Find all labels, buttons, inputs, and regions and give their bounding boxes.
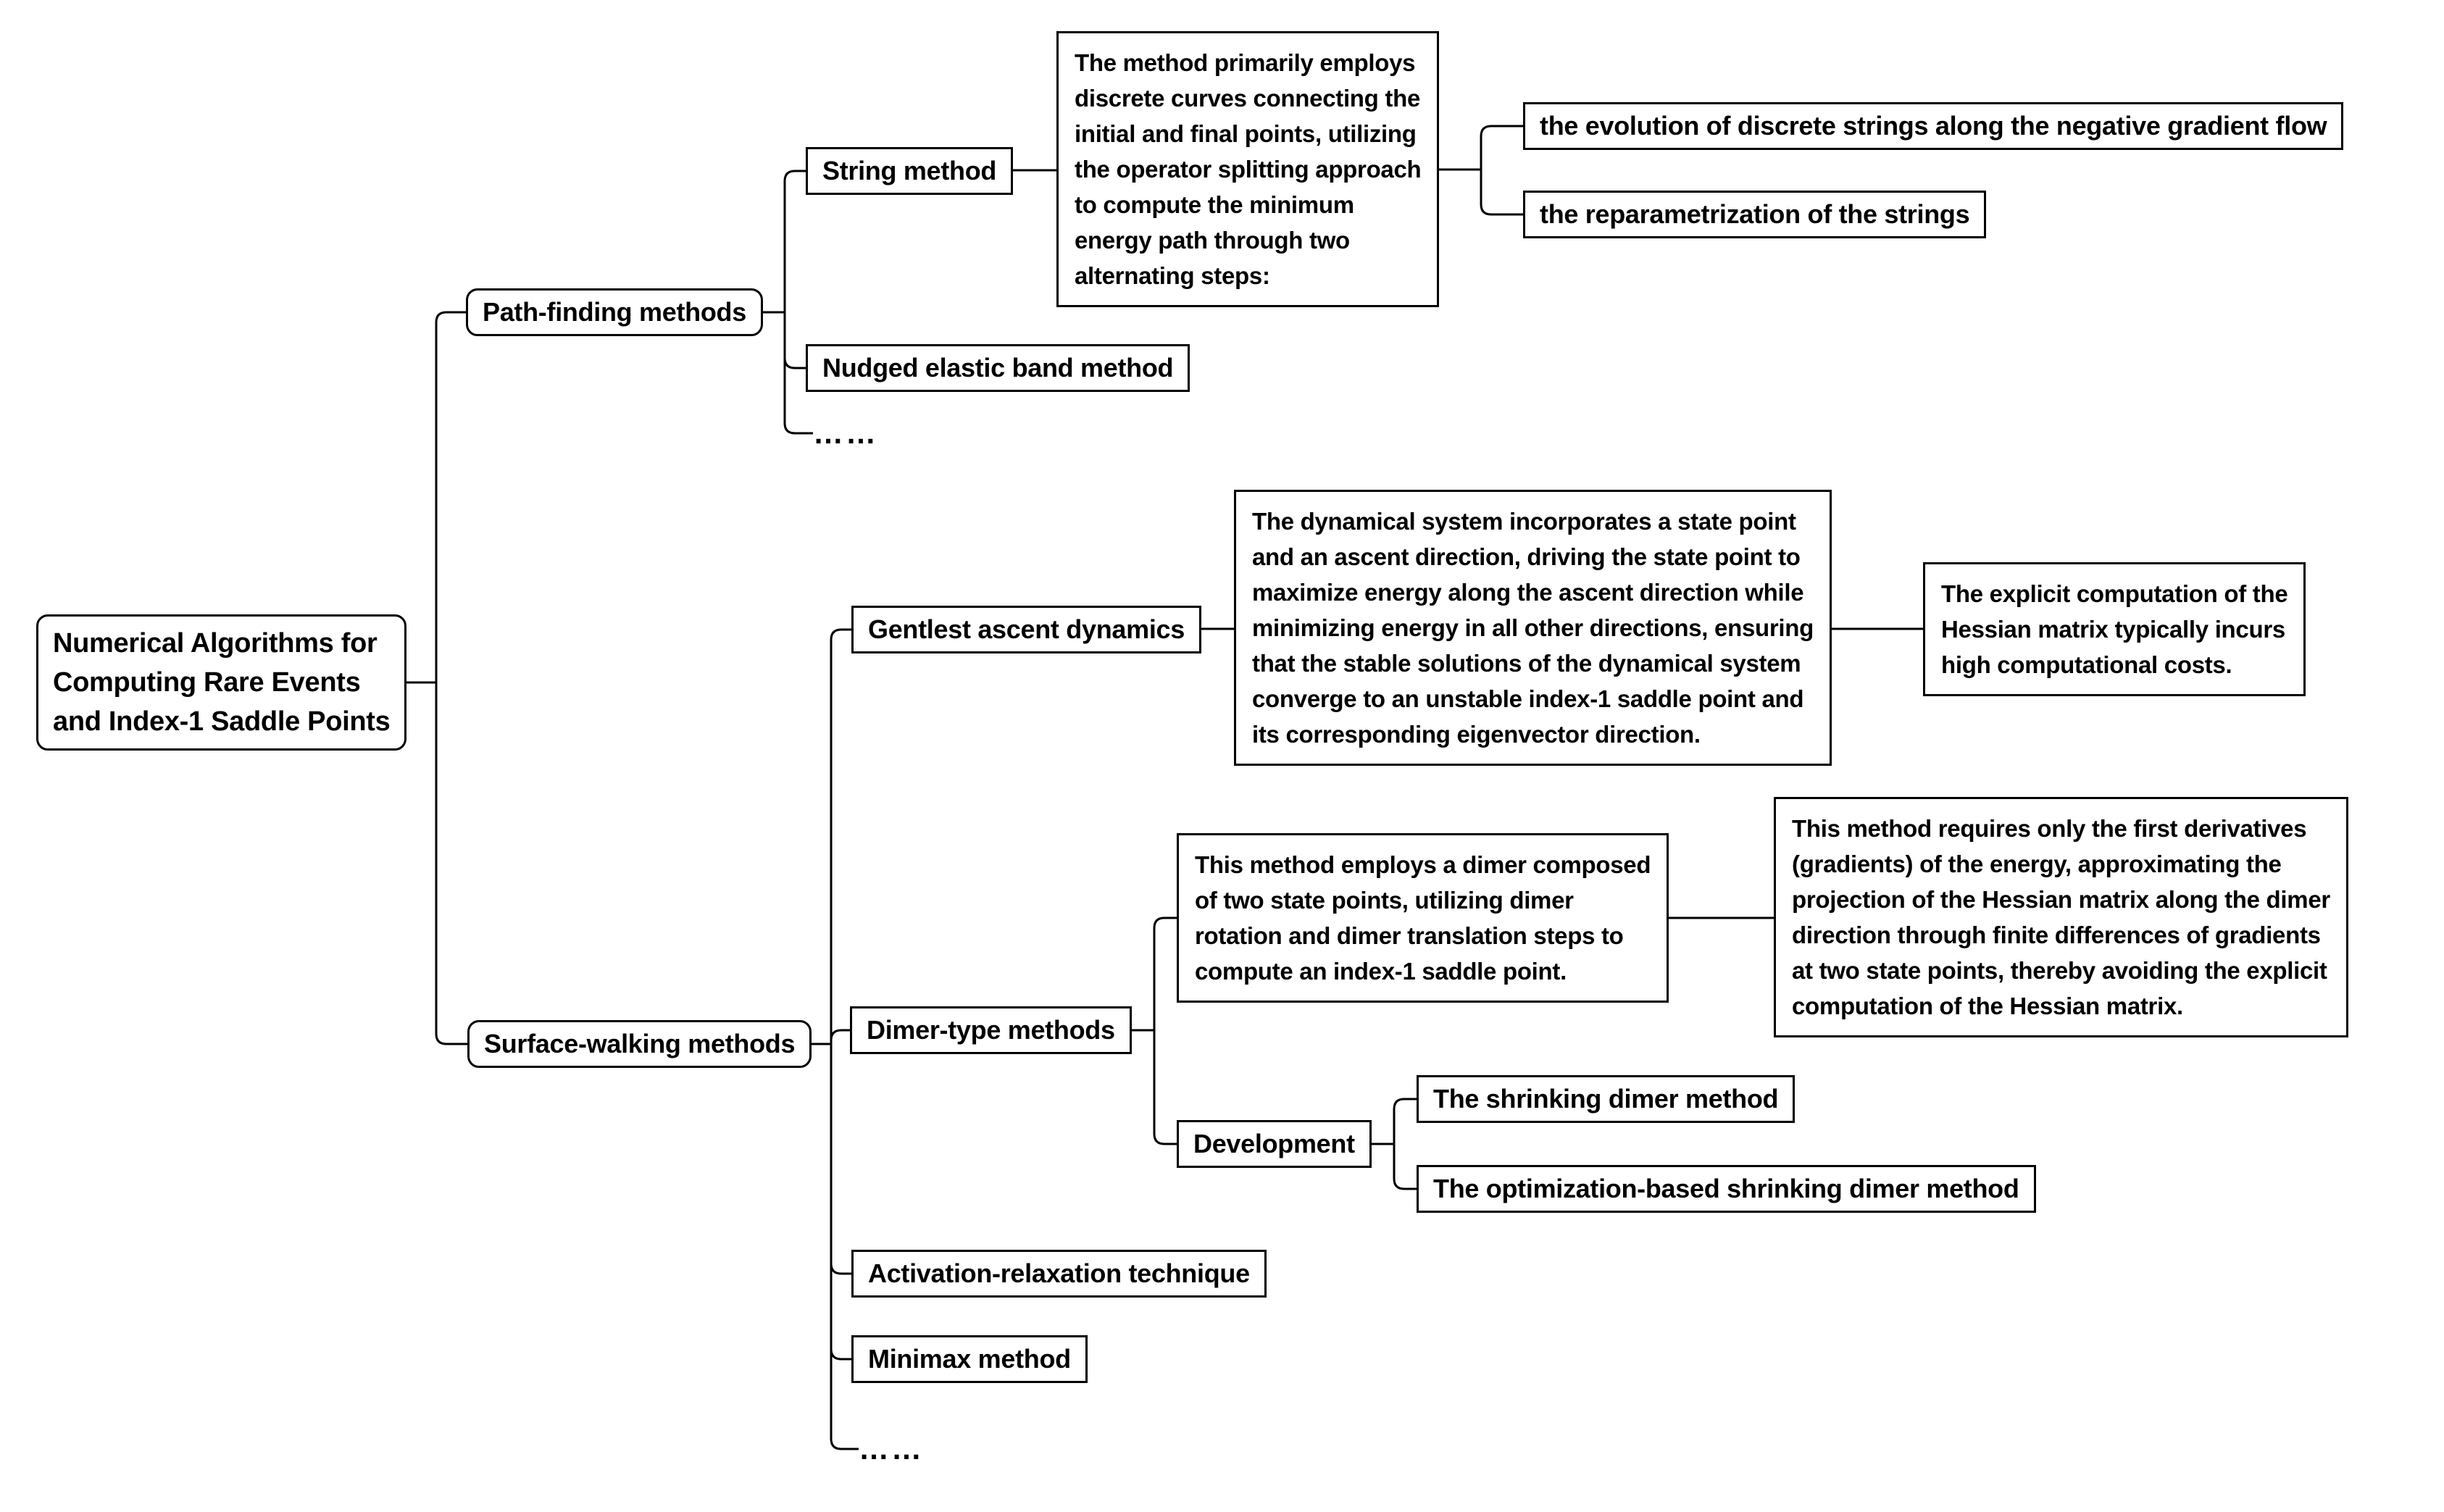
node-development[interactable]: Development — [1177, 1120, 1372, 1168]
node-path-finding-methods[interactable]: Path-finding methods — [466, 288, 763, 336]
node-dimer-type-methods[interactable]: Dimer-type methods — [850, 1006, 1132, 1054]
node-root[interactable]: Numerical Algorithms for Computing Rare … — [36, 614, 407, 751]
node-dimer-description[interactable]: This method employs a dimer composed of … — [1177, 833, 1669, 1003]
node-string-method-description[interactable]: The method primarily employs discrete cu… — [1056, 31, 1440, 307]
node-reparametrization-of-strings[interactable]: the reparametrization of the strings — [1523, 191, 1987, 238]
node-minimax-method[interactable]: Minimax method — [851, 1335, 1088, 1383]
node-dimer-advantage-note[interactable]: This method requires only the first deri… — [1774, 797, 2348, 1037]
node-evolution-of-strings[interactable]: the evolution of discrete strings along … — [1523, 102, 2344, 150]
node-gad-description[interactable]: The dynamical system incorporates a stat… — [1234, 490, 1832, 766]
node-activation-relaxation-technique[interactable]: Activation-relaxation technique — [851, 1250, 1267, 1298]
node-nudged-elastic-band-method[interactable]: Nudged elastic band method — [806, 344, 1190, 392]
node-gentlest-ascent-dynamics[interactable]: Gentlest ascent dynamics — [851, 606, 1201, 653]
node-optimization-based-shrinking-dimer-method[interactable]: The optimization-based shrinking dimer m… — [1417, 1165, 2036, 1213]
node-path-finding-more-ellipsis[interactable]: …… — [813, 416, 878, 450]
node-string-method[interactable]: String method — [806, 147, 1014, 195]
node-hessian-cost-note[interactable]: The explicit computation of the Hessian … — [1923, 562, 2306, 696]
node-shrinking-dimer-method[interactable]: The shrinking dimer method — [1417, 1075, 1796, 1123]
node-surface-walking-methods[interactable]: Surface-walking methods — [467, 1020, 812, 1068]
node-surface-walking-more-ellipsis[interactable]: …… — [859, 1432, 924, 1466]
